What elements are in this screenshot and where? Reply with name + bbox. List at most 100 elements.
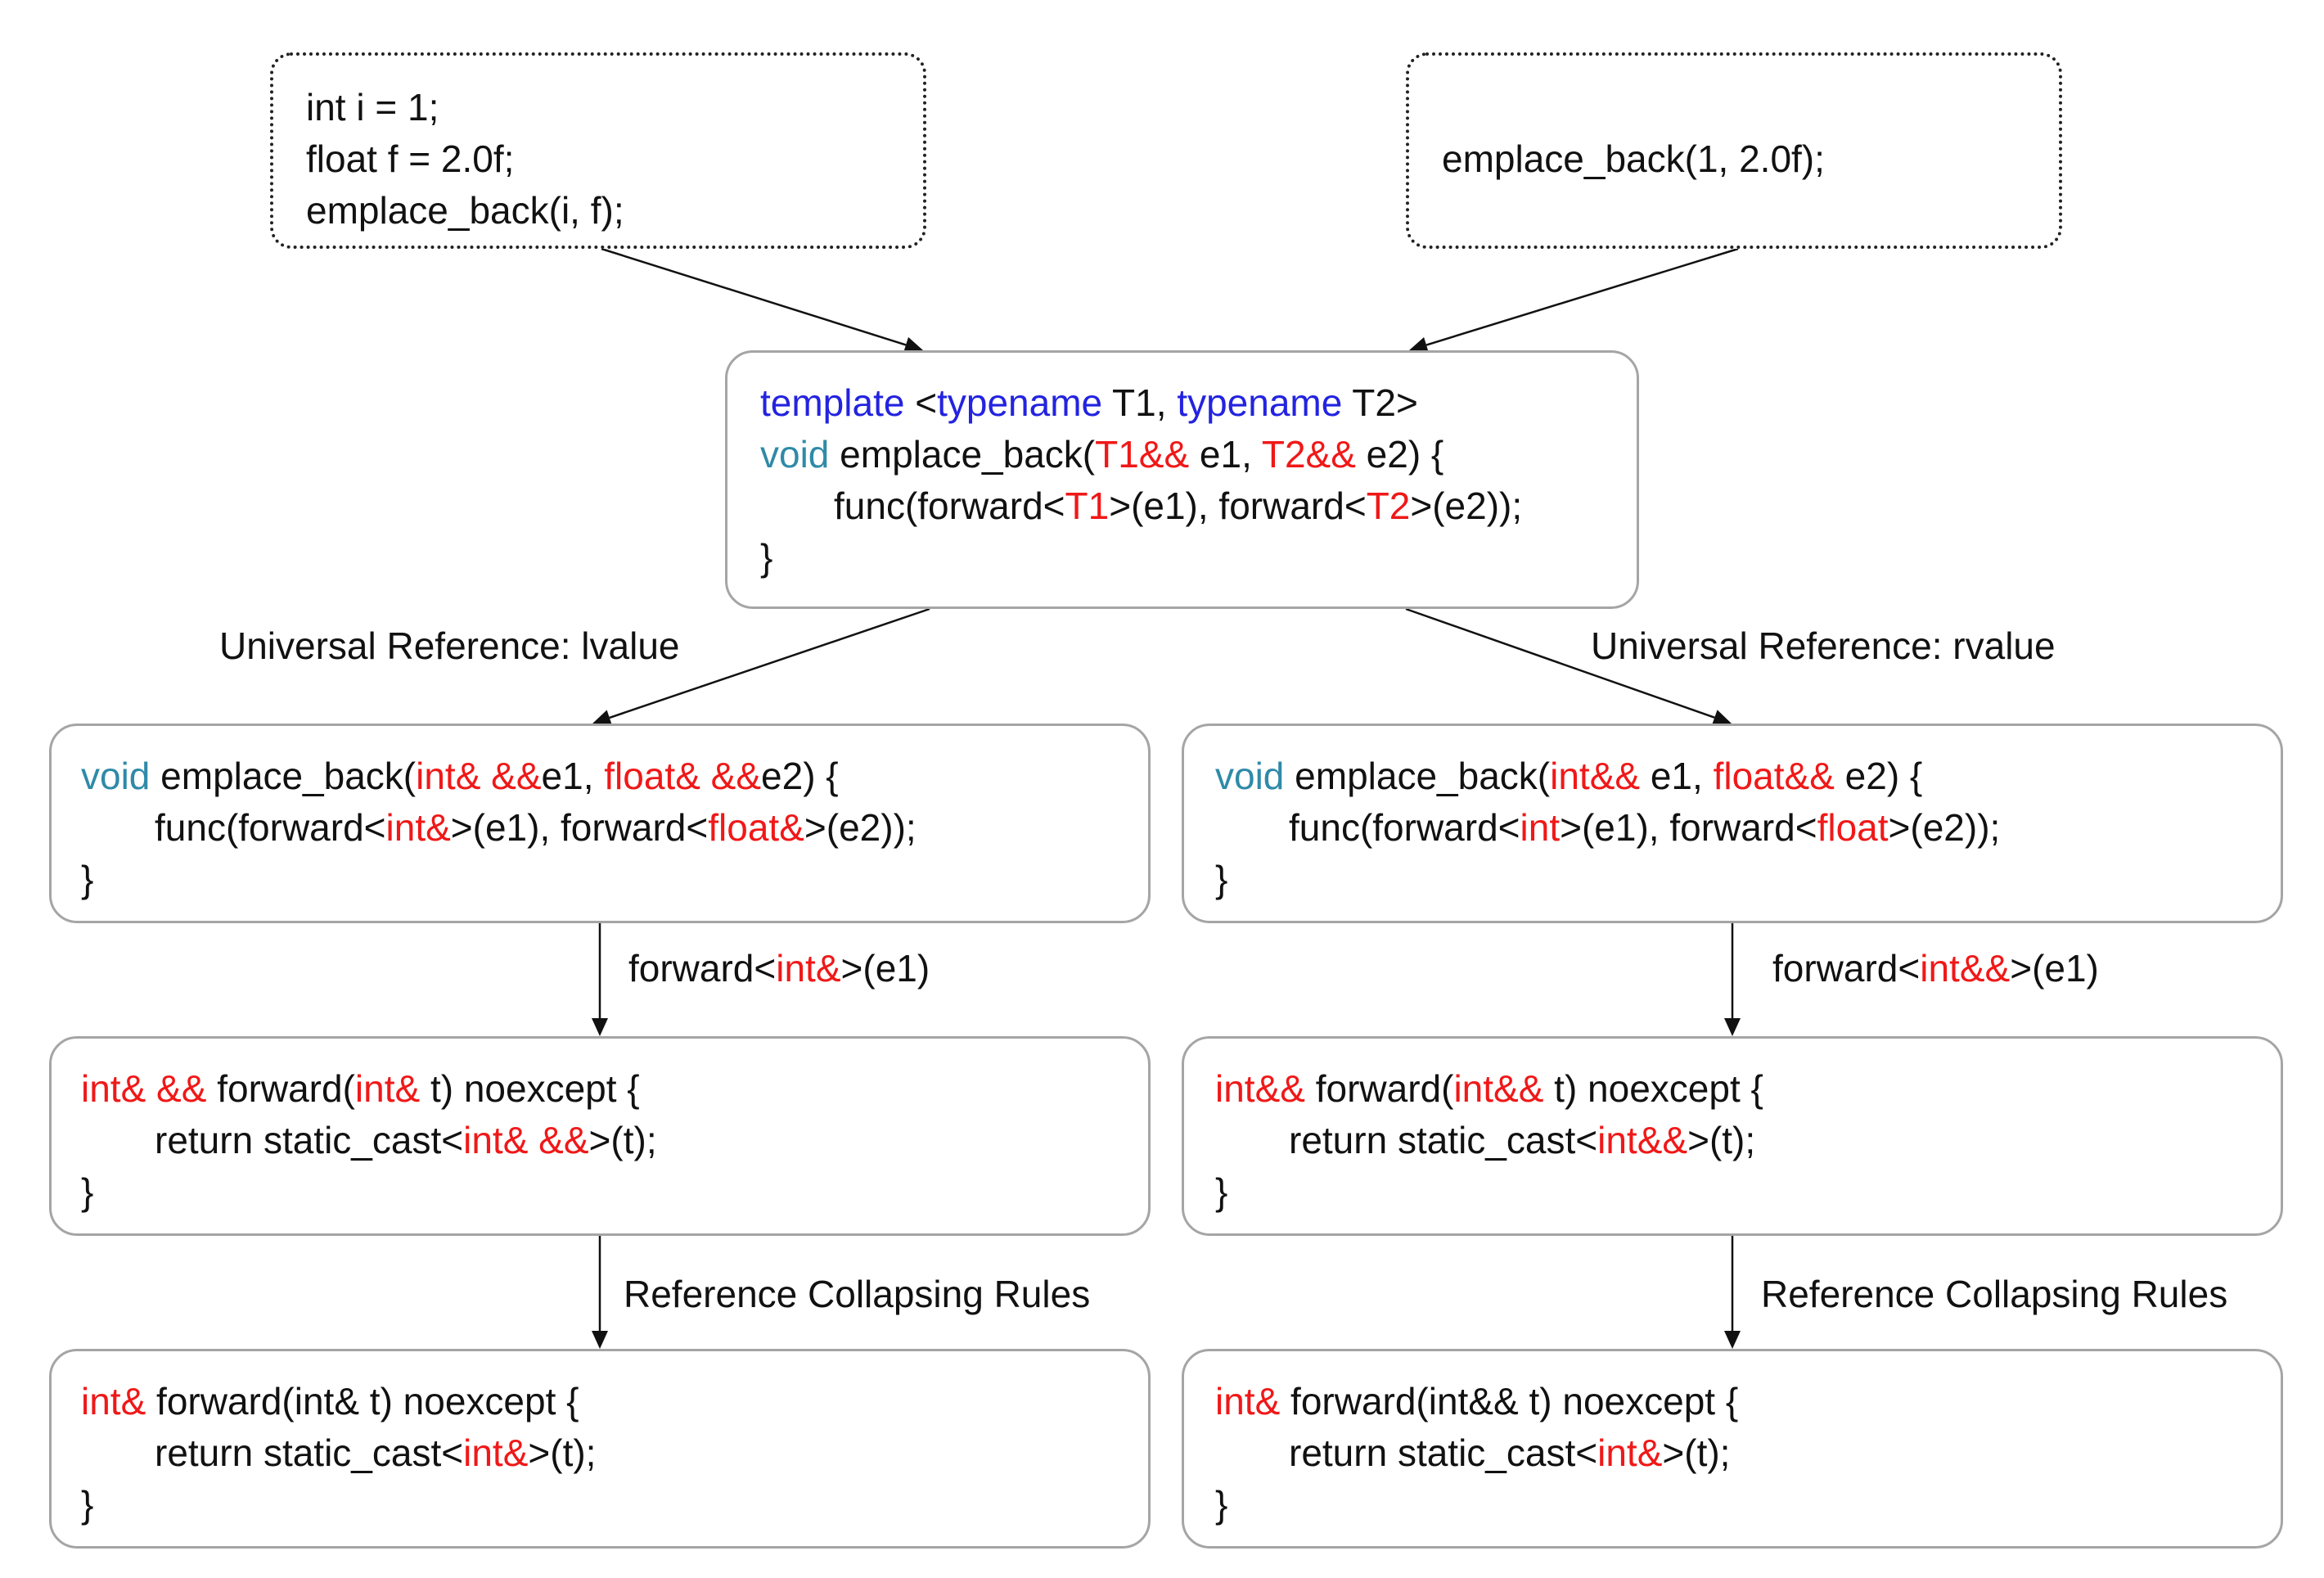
- code-line: emplace_back(1, 2.0f);: [1442, 133, 2059, 185]
- lvalue-collapsed-forward-box: int& forward(int& t) noexcept {return st…: [49, 1349, 1151, 1549]
- arrow-lvalue-forward-to-collapsed: [592, 1236, 608, 1349]
- code-token: }: [1215, 1483, 1228, 1526]
- arrow-lvalue-call-to-template: [601, 247, 923, 353]
- code-line: float f = 2.0f;: [306, 133, 923, 185]
- code-token: }: [81, 858, 94, 900]
- code-token: return static_cast<: [1289, 1119, 1598, 1161]
- code-token: int&: [385, 806, 451, 849]
- code-token: int&&: [1597, 1119, 1688, 1161]
- code-line: }: [1215, 854, 2281, 905]
- lvalue-forward-box: int& && forward(int& t) noexcept {return…: [49, 1036, 1151, 1236]
- lvalue-call-code: int i = 1; float f = 2.0f;emplace_back(i,…: [273, 56, 923, 246]
- code-line: }: [81, 854, 1148, 905]
- code-token: e2) {: [761, 755, 839, 797]
- code-token: >(t);: [528, 1431, 597, 1474]
- code-token: }: [81, 1170, 94, 1213]
- arrow-shaft: [601, 247, 907, 346]
- code-token: e1,: [541, 755, 605, 797]
- code-line: void emplace_back(int& &&e1, float& &&e2…: [81, 751, 1148, 802]
- code-token: T1,: [1102, 381, 1178, 424]
- code-token: forward(: [1304, 1067, 1454, 1110]
- arrow-head: [1711, 710, 1732, 726]
- code-token: typename: [937, 381, 1103, 424]
- arrow-shaft: [1405, 607, 1715, 719]
- code-token: forward(int&& t) noexcept {: [1280, 1380, 1739, 1422]
- lvalue-emplace-back-box: void emplace_back(int& &&e1, float& &&e2…: [49, 724, 1151, 923]
- code-token: T2&&: [1261, 433, 1356, 476]
- arrow-template-to-rvalue-emplace: [1405, 607, 1732, 726]
- arrow-head: [592, 710, 613, 726]
- code-token: int&: [776, 947, 841, 990]
- code-token: e1,: [1189, 433, 1262, 476]
- arrow-head: [1724, 1331, 1741, 1349]
- code-token: int&&: [1920, 947, 2011, 990]
- template-emplace-back-box: template <typename T1, typename T2>void …: [725, 350, 1639, 609]
- code-token: float&: [708, 806, 804, 849]
- rvalue-emplace-back-code: void emplace_back(int&& e1, float&& e2) …: [1184, 726, 2281, 921]
- arrow-head: [592, 1331, 608, 1349]
- code-token: int& &&: [416, 755, 542, 797]
- code-token: int&: [81, 1380, 146, 1422]
- arrow-head: [903, 336, 923, 353]
- arrow-rvalue-call-to-template: [1409, 247, 1739, 354]
- code-token: emplace_back(i, f);: [306, 189, 624, 232]
- code-line: template <typename T1, typename T2>: [760, 377, 1637, 429]
- code-token: t) noexcept {: [420, 1067, 640, 1110]
- template-emplace-back-code: template <typename T1, typename T2>void …: [727, 353, 1637, 606]
- arrow-shaft: [609, 607, 930, 719]
- code-line: int& && forward(int& t) noexcept {: [81, 1063, 1148, 1115]
- lvalue-collapsed-forward-code: int& forward(int& t) noexcept {return st…: [52, 1351, 1148, 1546]
- code-token: float: [1817, 806, 1889, 849]
- code-token: emplace_back(1, 2.0f);: [1442, 138, 1825, 180]
- code-token: >(t);: [1662, 1431, 1731, 1474]
- code-token: int&: [463, 1431, 529, 1474]
- code-token: e2) {: [1834, 755, 1923, 797]
- code-token: e2) {: [1355, 433, 1444, 476]
- code-token: >(e1), forward<: [1109, 485, 1367, 527]
- code-token: int&: [1597, 1431, 1663, 1474]
- code-token: int i = 1;: [306, 86, 439, 128]
- arrow-shaft: [1425, 247, 1739, 346]
- code-token: forward<: [1772, 947, 1921, 990]
- code-token: >(e1): [840, 947, 930, 990]
- arrow-head: [1409, 336, 1429, 354]
- code-line: }: [81, 1479, 1148, 1531]
- code-token: >(e1), forward<: [1560, 806, 1817, 849]
- code-token: int&: [1215, 1380, 1281, 1422]
- collapsing-rules-right-label: Reference Collapsing Rules: [1761, 1273, 2228, 1315]
- code-line: func(forward<T1>(e1), forward<T2>(e2));: [760, 480, 1637, 532]
- code-token: func(forward<: [1289, 806, 1520, 849]
- code-line: func(forward<int>(e1), forward<float>(e2…: [1215, 802, 2281, 854]
- code-line: emplace_back(i, f);: [306, 185, 923, 237]
- rvalue-forward-code: int&& forward(int&& t) noexcept {return …: [1184, 1039, 2281, 1233]
- code-line: int&& forward(int&& t) noexcept {: [1215, 1063, 2281, 1115]
- code-token: forward<: [628, 947, 777, 990]
- rvalue-forward-call-label: forward<int&&>(e1): [1772, 943, 2099, 994]
- collapsing-rules-left-label: Reference Collapsing Rules: [624, 1273, 1091, 1315]
- arrow-template-to-lvalue-emplace: [592, 607, 930, 726]
- arrow-head: [592, 1018, 608, 1036]
- lvalue-forward-code: int& && forward(int& t) noexcept {return…: [52, 1039, 1148, 1233]
- rvalue-emplace-back-box: void emplace_back(int&& e1, float&& e2) …: [1182, 724, 2283, 923]
- code-token: >(e1): [2010, 947, 2099, 990]
- code-token: }: [1215, 1170, 1228, 1213]
- code-token: >(e2));: [1888, 806, 2001, 849]
- code-token: return static_cast<: [1289, 1431, 1598, 1474]
- code-token: }: [760, 536, 773, 579]
- code-token: e1,: [1640, 755, 1714, 797]
- code-token: int&&: [1215, 1067, 1305, 1110]
- code-line: }: [1215, 1479, 2281, 1531]
- rvalue-collapsed-forward-box: int& forward(int&& t) noexcept { return s…: [1182, 1349, 2283, 1549]
- arrow-head: [1724, 1018, 1741, 1036]
- code-token: >(t);: [1687, 1119, 1756, 1161]
- arrow-lvalue-emplace-to-forward: [592, 923, 608, 1036]
- lvalue-call-box: int i = 1; float f = 2.0f;emplace_back(i,…: [270, 52, 926, 249]
- code-token: t) noexcept {: [1543, 1067, 1763, 1110]
- rvalue-call-code: emplace_back(1, 2.0f);: [1409, 56, 2059, 246]
- code-line: void emplace_back(T1&& e1, T2&& e2) {: [760, 429, 1637, 480]
- lvalue-forward-call-label: forward<int&>(e1): [628, 943, 930, 994]
- code-token: func(forward<: [155, 806, 386, 849]
- code-token: return static_cast<: [155, 1119, 464, 1161]
